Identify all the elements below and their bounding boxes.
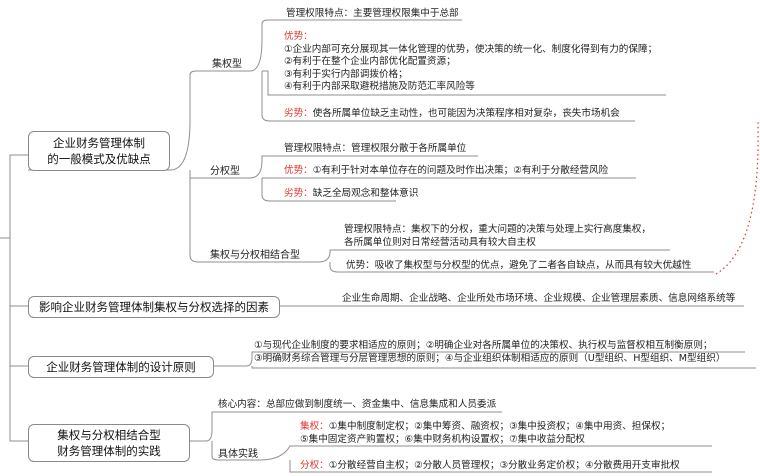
design-principles-line1: ①与现代企业制度的要求相适应的原则；②明确企业对各所属单位的决策权、执行权与监督… <box>254 340 713 351</box>
centralized-adv-2: ②有利于在整个企业内部优化配置资源； <box>284 56 456 67</box>
topic-combined-practice-line1: 集权与分权相结合型 <box>57 428 161 442</box>
decentralized-dis-text: 缺乏全局观念和整体意识 <box>312 188 419 199</box>
centralized-dis-title: 劣势： <box>284 108 313 119</box>
influence-factors-list: 企业生命周期、企业战略、企业所处市场环境、企业规模、企业管理层素质、信息网络系统… <box>342 293 736 304</box>
centralized-advantages: 优势： ①企业内部可充分展现其一体化管理的优势，使决策的统一化、制度化得到有力的… <box>284 31 657 94</box>
practice-central-line2: ⑤集中固定资产购置权；⑥集中财务机构设置权；⑦集中收益分配权 <box>300 433 585 445</box>
topic-general-models-line1: 企业财务管理体制 <box>53 136 145 150</box>
decentralized-adv-text: ①有利于针对本单位存在的问题及时作出决策；②有利于分散经营风险 <box>312 165 609 176</box>
design-principles-line2: ③明确财务综合管理与分层管理思想的原则；④与企业组织体制相适应的原则（U型组织、… <box>254 352 726 364</box>
topic-general-models[interactable]: 企业财务管理体制 的一般模式及优缺点 <box>28 131 170 171</box>
centralized-feature: 管理权限特点：主要管理权限集中于总部 <box>286 8 459 19</box>
node-centralized[interactable]: 集权型 <box>212 59 242 70</box>
node-decentralized[interactable]: 分权型 <box>210 166 240 177</box>
practice-decentral-title: 分权： <box>300 460 329 471</box>
centralized-dis-text: 使各所属单位缺乏主动性，也可能因为决策程序相对复杂，丧失市场机会 <box>312 108 620 119</box>
topic-influence-factors[interactable]: 影响企业财务管理体制集权与分权选择的因素 <box>28 296 280 318</box>
core-content: 核心内容：总部应做到制度统一、资金集中、信息集成和人员委派 <box>218 399 497 410</box>
centralized-adv-title: 优势： <box>284 31 313 42</box>
relation-dotted-curve <box>715 120 759 275</box>
node-specific-practice[interactable]: 具体实践 <box>218 449 258 460</box>
combined-feature: 管理权限特点：集权下的分权，重大问题的决策与处理上实行高度集权， 各所属单位则对… <box>344 224 651 249</box>
topic-design-principles[interactable]: 企业财务管理体制的设计原则 <box>28 356 214 378</box>
decentralized-advantages: 优势：①有利于针对本单位存在的问题及时作出决策；②有利于分散经营风险 <box>284 165 608 178</box>
combined-feature-line2: 各所属单位则对日常经营活动具有较大自主权 <box>344 236 536 248</box>
centralized-disadvantage: 劣势：使各所属单位缺乏主动性，也可能因为决策程序相对复杂，丧失市场机会 <box>284 108 620 121</box>
practice-central-title: 集权： <box>300 421 329 432</box>
topic-combined-practice[interactable]: 集权与分权相结合型 财务管理体制的实践 <box>28 424 190 462</box>
node-combined[interactable]: 集权与分权相结合型 <box>210 250 300 261</box>
design-principles-text: ①与现代企业制度的要求相适应的原则；②明确企业对各所属单位的决策权、执行权与监督… <box>254 340 725 365</box>
decentralized-adv-title: 优势： <box>284 165 313 176</box>
decentralized-dis-title: 劣势： <box>284 188 313 199</box>
t1-branches <box>169 70 250 171</box>
centralized-adv-4: ④有利于内部采取避税措施及防范汇率风险等 <box>284 81 475 92</box>
practice-decentral-text: ①分散经营自主权；②分散人员管理权；③分散业务定价权；④分散费用开支审批权 <box>328 460 680 471</box>
practice-centralization: 集权：①集中制度制定权；②集中筹资、融资权；③集中投资权；④集中用资、担保权； … <box>300 421 670 446</box>
decentralized-disadvantage: 劣势：缺乏全局观念和整体意识 <box>284 188 418 201</box>
centralized-adv-1: ①企业内部可充分展现其一体化管理的优势，使决策的统一化、制度化得到有力的保障； <box>284 43 658 55</box>
topic-general-models-line2: 的一般模式及优缺点 <box>47 152 151 166</box>
practice-decentralization: 分权：①分散经营自主权；②分散人员管理权；③分散业务定价权；④分散费用开支审批权 <box>300 460 680 473</box>
decentralized-feature: 管理权限特点：管理权限分散于各所属单位 <box>284 143 467 154</box>
combined-feature-line1: 管理权限特点：集权下的分权，重大问题的决策与处理上实行高度集权， <box>344 224 651 235</box>
topic-combined-practice-line2: 财务管理体制的实践 <box>57 444 161 458</box>
root-trunk <box>0 154 28 239</box>
practice-central-line1: ①集中制度制定权；②集中筹资、融资权；③集中投资权；④集中用资、担保权； <box>328 421 671 432</box>
combined-advantage: 优势：吸收了集权型与分权型的优点，避免了二者各自缺点，从而具有较大优越性 <box>346 260 692 271</box>
centralized-adv-3: ③有利于实行内部调拨价格； <box>284 68 408 80</box>
